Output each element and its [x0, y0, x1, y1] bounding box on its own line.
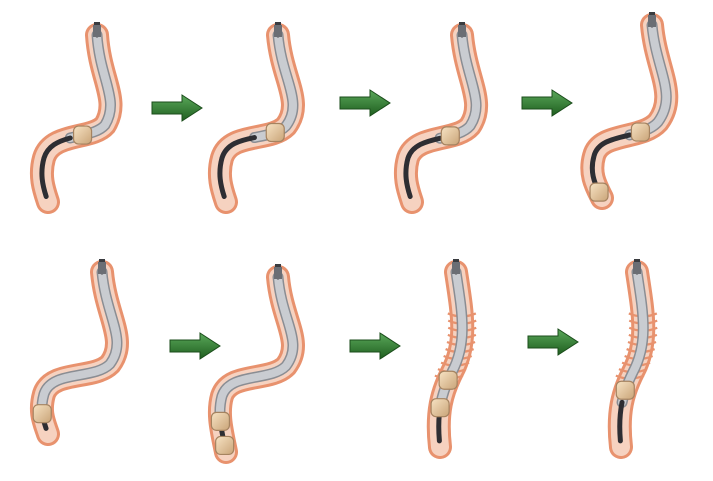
endoscope-handle — [274, 25, 282, 37]
arrow-6-icon — [528, 329, 578, 355]
handle-cap — [275, 22, 281, 25]
balloon-1 — [631, 123, 649, 141]
balloon-1 — [266, 124, 284, 142]
handle-cap — [634, 259, 640, 262]
balloon-2 — [431, 399, 449, 417]
handle-cap — [99, 259, 105, 262]
endoscope-handle — [98, 262, 106, 274]
stage-3-panel — [406, 22, 476, 202]
stage-5-panel — [33, 259, 117, 434]
balloon-2 — [216, 436, 234, 454]
balloon-1 — [74, 126, 92, 144]
balloon-1 — [616, 381, 634, 399]
stage-2-panel — [220, 22, 293, 202]
balloon-1 — [211, 412, 229, 430]
arrow-1-icon — [152, 95, 202, 121]
handle-cap — [649, 12, 655, 15]
stage-1-panel — [42, 22, 111, 202]
stage-8-panel — [616, 259, 657, 447]
endoscope-handle — [452, 262, 460, 274]
arrow-3-icon — [522, 90, 572, 116]
balloon-2 — [590, 183, 608, 201]
arrow-5-icon — [350, 333, 400, 359]
stage-7-panel — [431, 259, 476, 447]
arrow-4-icon — [170, 333, 220, 359]
handle-cap — [453, 259, 459, 262]
stage-4-panel — [590, 12, 666, 201]
endoscope-handle — [633, 262, 641, 274]
handle-cap — [94, 22, 100, 25]
arrow-2-icon — [340, 90, 390, 116]
balloon-1 — [439, 371, 457, 389]
balloon-1 — [33, 405, 51, 423]
endoscope-handle — [274, 267, 282, 279]
progress-arrows — [152, 90, 578, 359]
endoscope-handle — [458, 25, 466, 37]
stage-6-panel — [211, 264, 293, 454]
handle-cap — [459, 22, 465, 25]
stage-panels — [33, 12, 666, 454]
endoscope-handle — [648, 15, 656, 27]
endoscope-handle — [93, 25, 101, 37]
handle-cap — [275, 264, 281, 267]
balloon-1 — [441, 127, 459, 145]
